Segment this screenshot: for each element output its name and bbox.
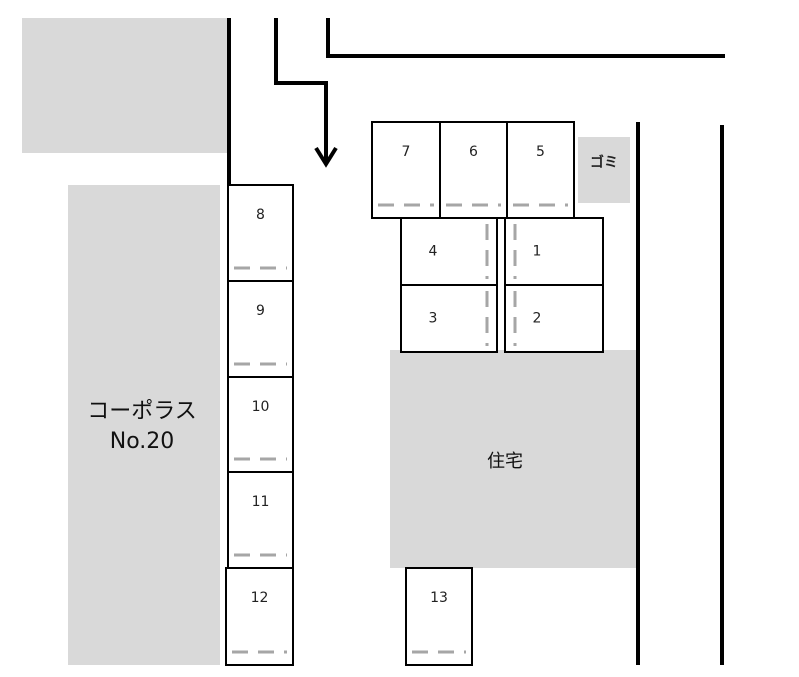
stall-number: 3: [429, 311, 438, 327]
stall-outline: [504, 284, 604, 353]
building-corporas: [68, 185, 220, 665]
parking-stall-1: 1: [504, 217, 604, 286]
corporas-label-1: コーポラス: [87, 399, 197, 424]
stall-number: 1: [533, 244, 542, 260]
parking-stall-13: 13: [405, 567, 473, 666]
parking-stall-11: 11: [227, 471, 294, 569]
stall-outline: [371, 121, 441, 219]
stall-outline: [400, 284, 498, 353]
stall-number: 4: [429, 244, 438, 260]
stall-number: 10: [252, 399, 270, 415]
stall-number: 2: [533, 311, 542, 327]
stall-outline: [504, 217, 604, 286]
parking-stall-7: 7: [371, 121, 441, 219]
stall-outline: [400, 217, 498, 286]
stall-number: 9: [256, 303, 265, 319]
garbage-area: [578, 137, 630, 203]
building-top-left: [22, 18, 228, 153]
parking-stall-6: 6: [439, 121, 508, 219]
parking-stall-4: 4: [400, 217, 498, 286]
stall-outline: [227, 184, 294, 282]
stall-number: 12: [251, 590, 269, 606]
stall-number: 7: [402, 144, 411, 160]
parking-stall-9: 9: [227, 280, 294, 378]
stall-number: 11: [252, 494, 270, 510]
garbage-label: ゴミ: [590, 154, 618, 171]
parking-stall-8: 8: [227, 184, 294, 282]
parking-stall-5: 5: [506, 121, 575, 219]
building-house: [390, 350, 638, 568]
stall-outline: [227, 376, 294, 473]
house-label: 住宅: [487, 451, 523, 472]
road-lines: [227, 18, 725, 665]
stall-number: 6: [469, 144, 478, 160]
parking-stall-10: 10: [227, 376, 294, 473]
stall-outline: [227, 471, 294, 569]
stall-outline: [506, 121, 575, 219]
parking-stall-3: 3: [400, 284, 498, 353]
stall-outline: [405, 567, 473, 666]
corporas-label-2: No.20: [110, 429, 175, 454]
stall-number: 8: [256, 207, 265, 223]
stall-number: 5: [536, 144, 545, 160]
stall-number: 13: [430, 590, 448, 606]
stall-outline: [225, 567, 294, 666]
parking-stall-2: 2: [504, 284, 604, 353]
arrow-down-icon: [274, 18, 338, 168]
parking-stall-12: 12: [225, 567, 294, 666]
